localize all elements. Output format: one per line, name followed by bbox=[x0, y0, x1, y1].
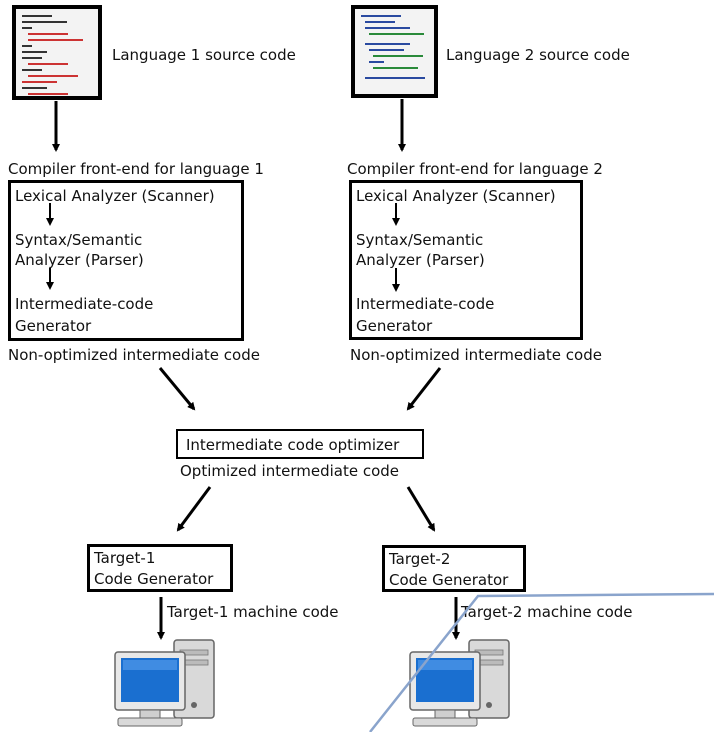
optimizer-output: Optimized intermediate code bbox=[180, 462, 400, 480]
arrow-to-backend-2 bbox=[406, 486, 436, 532]
frontend-box-2: Lexical Analyzer (Scanner) Syntax/Semant… bbox=[349, 180, 583, 340]
optimizer-title: Intermediate code optimizer bbox=[186, 436, 400, 454]
icgen-step-line2: Generator bbox=[356, 317, 433, 335]
icgen-step-line2: Generator bbox=[15, 317, 92, 335]
backend-2-line1: Target-2 bbox=[389, 550, 451, 568]
arrow-to-optimizer-1 bbox=[158, 367, 196, 411]
frontend-title-2: Compiler front-end for language 2 bbox=[347, 160, 603, 178]
icgen-step-line1: Intermediate-code bbox=[356, 295, 495, 313]
frontend-title-1: Compiler front-end for language 1 bbox=[8, 160, 264, 178]
arrow-to-backend-1 bbox=[176, 486, 212, 532]
code-thumbnail-icon bbox=[12, 5, 102, 100]
computer-icon bbox=[114, 639, 215, 727]
backend-1-line1: Target-1 bbox=[94, 549, 156, 567]
overlay-line bbox=[369, 592, 715, 732]
backend-box-1: Target-1 Code Generator bbox=[87, 544, 233, 592]
lexical-analyzer-step: Lexical Analyzer (Scanner) bbox=[356, 187, 556, 205]
frontend-output-1: Non-optimized intermediate code bbox=[8, 346, 260, 364]
icgen-step-line1: Intermediate-code bbox=[15, 295, 154, 313]
frontend-output-2: Non-optimized intermediate code bbox=[350, 346, 602, 364]
source-label-1: Language 1 source code bbox=[112, 46, 296, 64]
optimizer-box: Intermediate code optimizer bbox=[176, 429, 424, 459]
lexical-analyzer-step: Lexical Analyzer (Scanner) bbox=[15, 187, 215, 205]
code-thumbnail-icon bbox=[351, 5, 438, 98]
backend-box-2: Target-2 Code Generator bbox=[382, 545, 526, 592]
syntax-step-line2: Analyzer (Parser) bbox=[356, 251, 485, 269]
backend-2-line2: Code Generator bbox=[389, 571, 509, 589]
source-label-2: Language 2 source code bbox=[446, 46, 630, 64]
syntax-step-line1: Syntax/Semantic bbox=[356, 231, 484, 249]
arrow-to-optimizer-2 bbox=[406, 367, 442, 411]
syntax-step-line1: Syntax/Semantic bbox=[15, 231, 143, 249]
backend-output-2: Target-2 machine code bbox=[461, 603, 633, 621]
syntax-step-line2: Analyzer (Parser) bbox=[15, 251, 144, 269]
computer-icon bbox=[409, 639, 510, 727]
backend-1-line2: Code Generator bbox=[94, 570, 214, 588]
backend-output-1: Target-1 machine code bbox=[167, 603, 339, 621]
frontend-box-1: Lexical Analyzer (Scanner) Syntax/Semant… bbox=[8, 180, 244, 341]
